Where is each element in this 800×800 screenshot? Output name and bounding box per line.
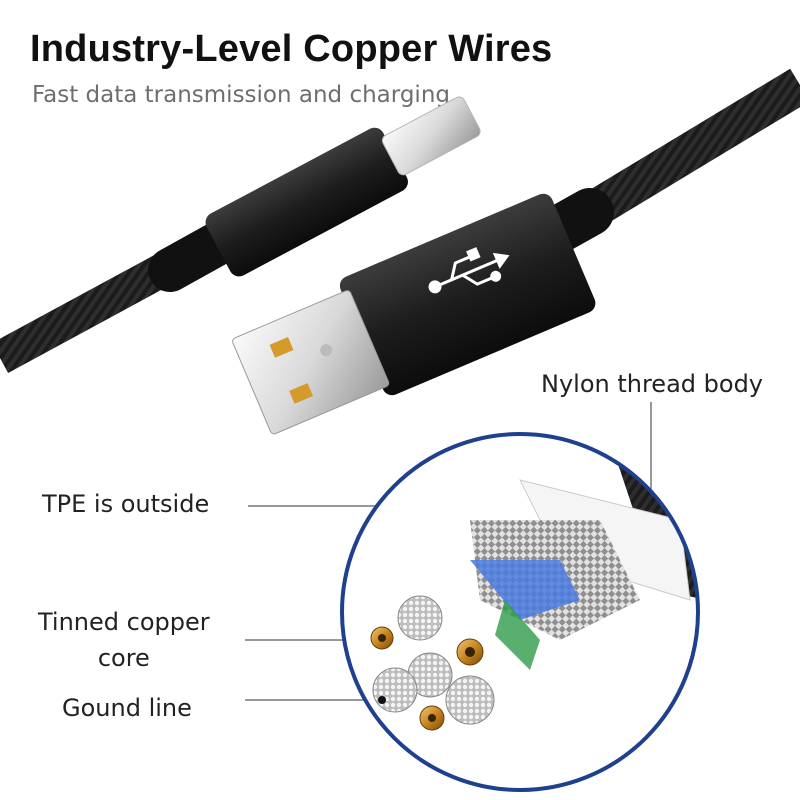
callout-tinned-copper-core: Tinned copper core [38, 604, 210, 676]
callout-tinned-line2: core [97, 644, 150, 672]
page-subtitle: Fast data transmission and charging. [32, 82, 458, 108]
callout-ground-line: Gound line [62, 694, 192, 722]
callout-tpe-outside: TPE is outside [42, 490, 210, 518]
callout-tinned-line1: Tinned copper [38, 608, 210, 636]
copper-core [370, 626, 484, 731]
page-title: Industry-Level Copper Wires [30, 28, 553, 70]
callout-nylon-thread-body: Nylon thread body [541, 370, 763, 398]
wire-ends [370, 595, 495, 731]
usb-cable [232, 68, 800, 435]
lightning-cable [0, 96, 481, 373]
usb-icon [428, 247, 510, 294]
ground-line-end [378, 696, 386, 704]
